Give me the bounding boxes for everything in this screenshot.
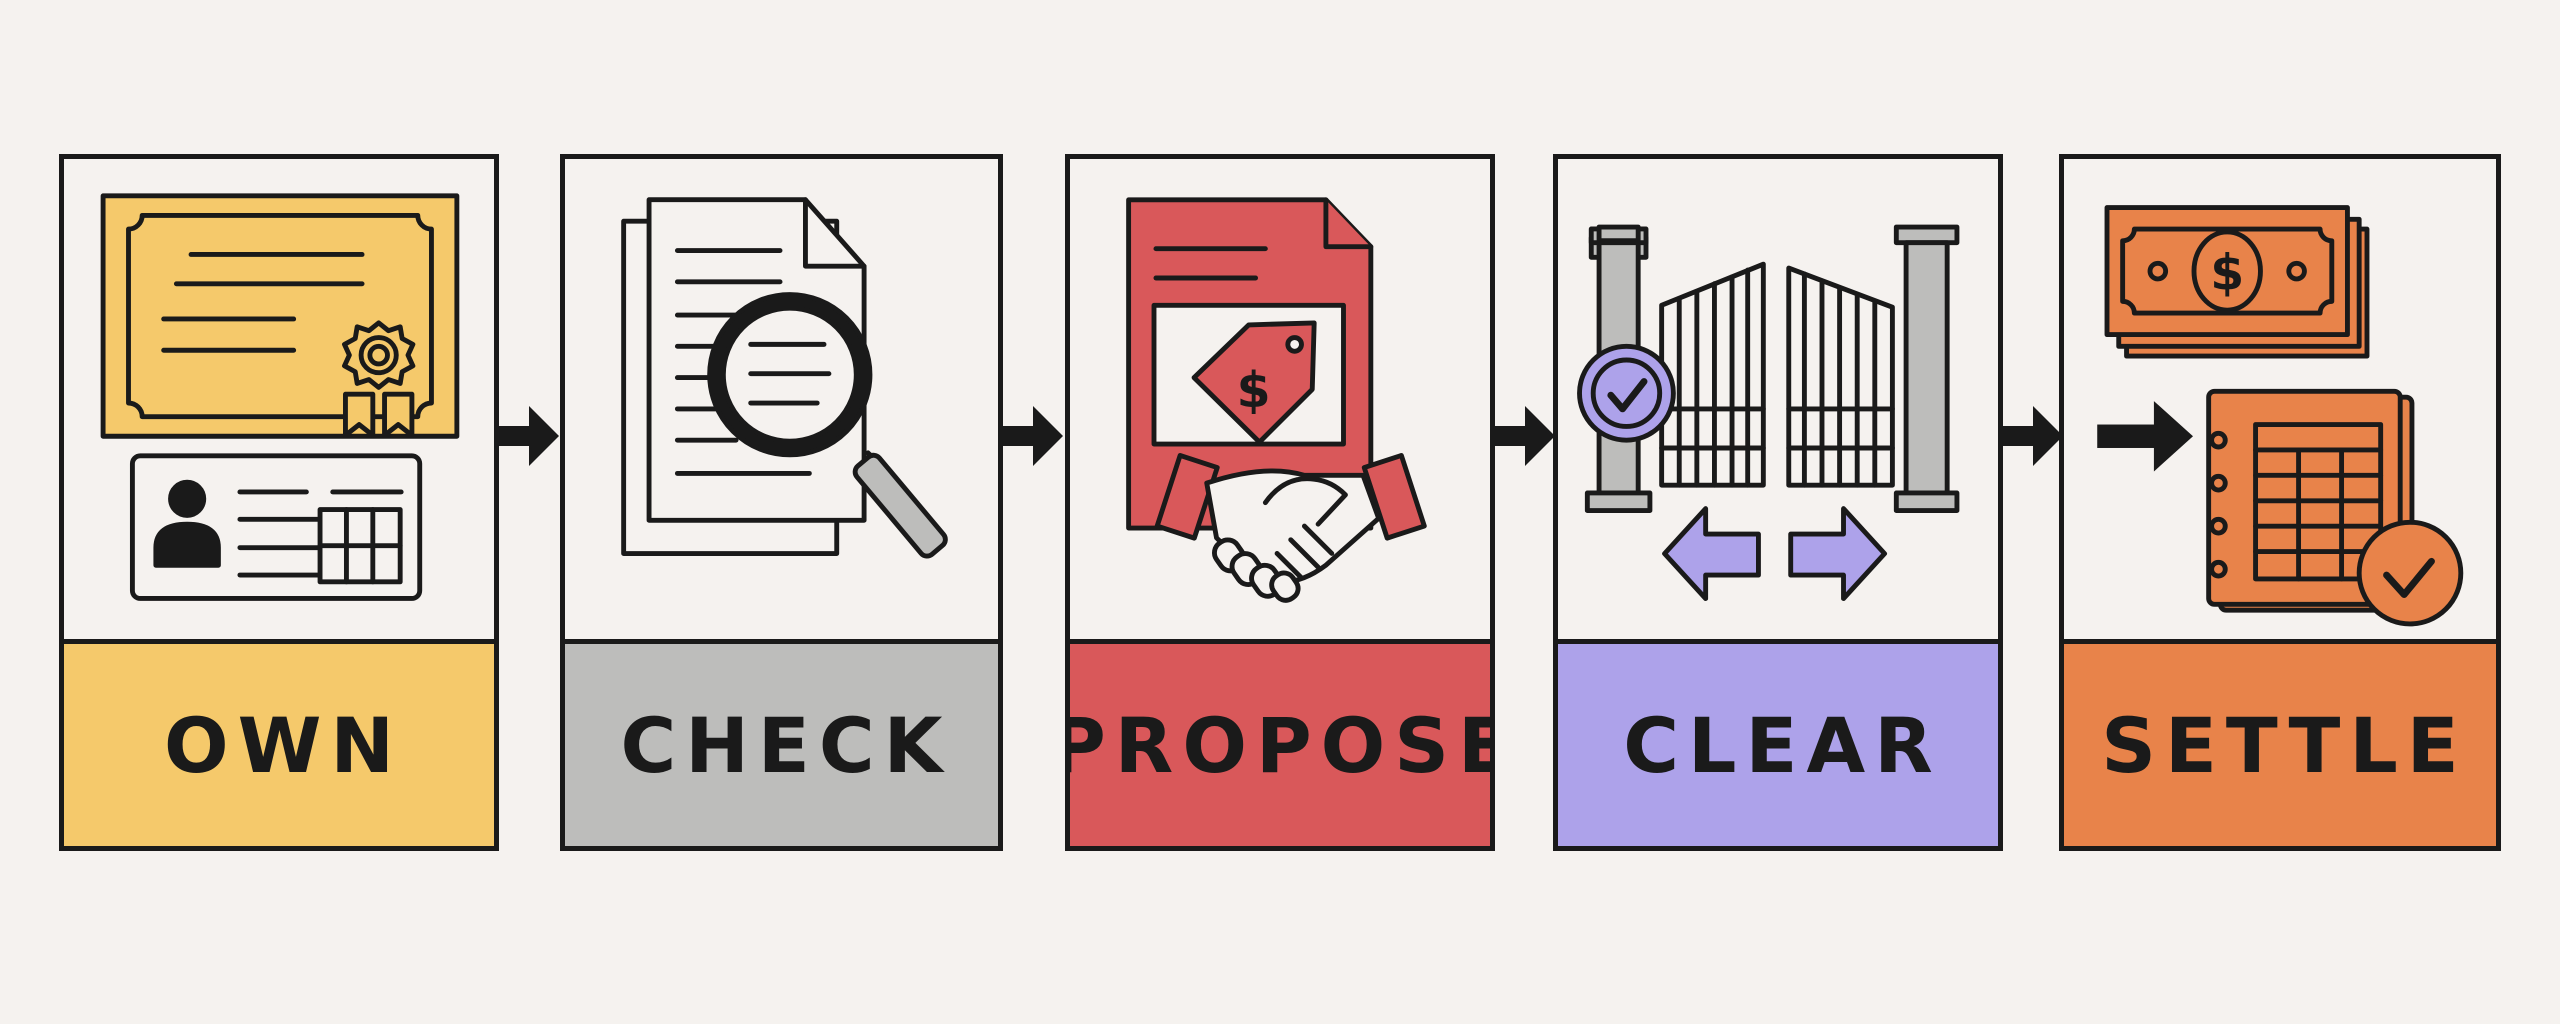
- offer-document-icon: $: [1126, 197, 1427, 603]
- dollar-sign-icon: $: [1237, 362, 1271, 419]
- ledger-book-icon: [2206, 388, 2464, 627]
- step-card-check: CHECK: [560, 154, 1003, 851]
- step-label-check: CHECK: [620, 700, 952, 790]
- dollar-sign-icon: $: [2210, 245, 2244, 302]
- step-card-propose: $ PROPOSE: [1065, 154, 1495, 851]
- step-label-settle: SETTLE: [2101, 700, 2468, 790]
- open-gate-icon: [1577, 224, 1960, 602]
- clear-illustration: [1558, 159, 1998, 649]
- step-band-own: OWN: [64, 639, 494, 846]
- id-card-icon: [129, 453, 423, 601]
- arrow-right-icon: [1003, 406, 1063, 466]
- arrow-right-outline-icon: [1788, 506, 1888, 602]
- money-stack-icon: $: [2097, 205, 2464, 627]
- step-label-clear: CLEAR: [1623, 700, 1942, 790]
- step-band-propose: PROPOSE: [1070, 639, 1490, 846]
- step-card-own: OWN: [59, 154, 499, 851]
- check-illustration: [565, 159, 998, 649]
- arrow-right-icon: [2003, 406, 2063, 466]
- arrow-right-icon: [499, 406, 559, 466]
- own-illustration: [64, 159, 494, 649]
- step-band-check: CHECK: [565, 639, 998, 846]
- arrow-right-icon: [1495, 406, 1555, 466]
- certificate-icon: [100, 193, 460, 601]
- propose-illustration: $: [1070, 159, 1490, 649]
- checkmark-badge-icon: [2356, 519, 2464, 627]
- step-card-clear: CLEAR: [1553, 154, 2003, 851]
- step-label-own: OWN: [163, 700, 404, 790]
- step-band-clear: CLEAR: [1558, 639, 1998, 846]
- settle-illustration: $: [2064, 159, 2496, 649]
- handshake-icon: [1154, 453, 1427, 603]
- arrow-right-icon: [2097, 401, 2194, 472]
- arrow-left-icon: [1662, 506, 1761, 602]
- document-magnifier-icon: [621, 197, 948, 559]
- step-label-propose: PROPOSE: [1065, 700, 1495, 790]
- step-band-settle: SETTLE: [2064, 639, 2496, 846]
- step-card-settle: $: [2059, 154, 2501, 851]
